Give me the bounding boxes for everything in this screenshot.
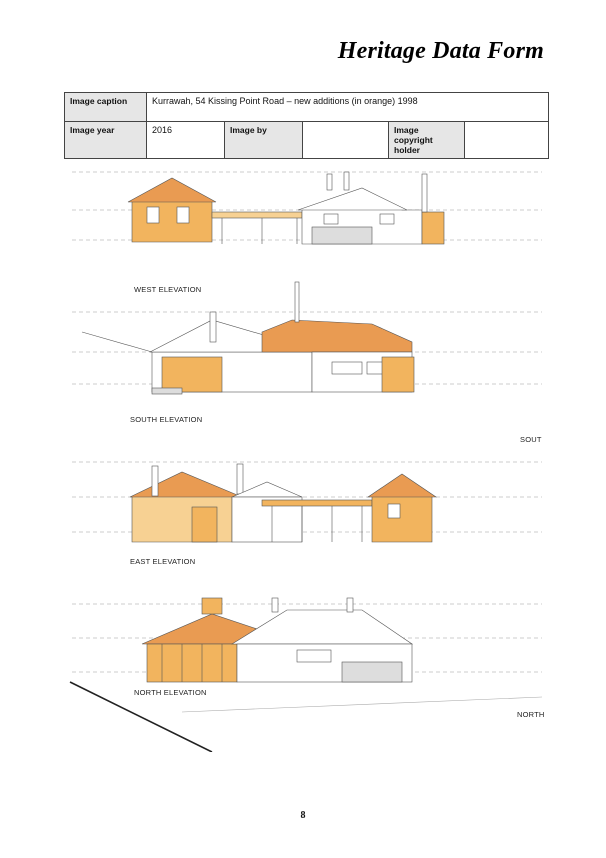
caption-label: Image caption: [64, 92, 147, 122]
west-elevation: [72, 171, 542, 245]
east-elevation: [72, 461, 542, 543]
cut-label-south: SOUT: [520, 435, 542, 444]
architectural-elevations-drawing: WEST ELEVATION SOUTH ELEVATION EAST ELEV…: [69, 171, 544, 752]
copyright-label: Image copyright holder: [388, 121, 465, 159]
caption-value: Kurrawah, 54 Kissing Point Road – new ad…: [145, 92, 550, 122]
page-number: 8: [300, 810, 306, 821]
elevation-label-south: SOUTH ELEVATION: [130, 415, 202, 424]
copyright-value: [463, 121, 550, 159]
image-by-label: Image by: [224, 121, 303, 159]
elevation-label-east: EAST ELEVATION: [130, 557, 195, 566]
year-value: 2016: [146, 121, 225, 159]
image-by-value: [302, 121, 389, 159]
north-elevation: [69, 597, 543, 752]
cut-label-north: NORTH: [517, 710, 544, 719]
year-label: Image year: [64, 121, 147, 159]
south-elevation: [72, 281, 542, 395]
image-info-table: Image caption Kurrawah, 54 Kissing Point…: [64, 92, 550, 159]
elevation-label-north: NORTH ELEVATION: [134, 688, 207, 697]
elevation-label-west: WEST ELEVATION: [134, 285, 201, 294]
page-title: Heritage Data Form: [337, 38, 544, 64]
